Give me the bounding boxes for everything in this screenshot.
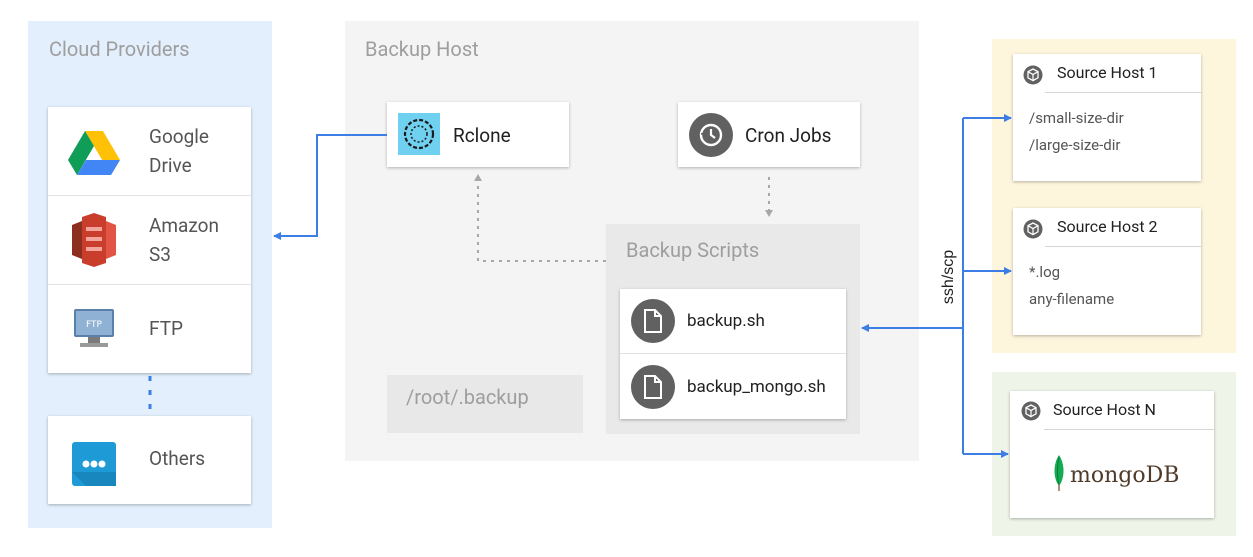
provider-amazon-s3[interactable]: Amazon S3 xyxy=(48,196,251,284)
amazon-s3-icon xyxy=(72,213,116,267)
cron-jobs-label: Cron Jobs xyxy=(745,124,832,147)
source-host-title: Source Host 1 xyxy=(1057,63,1158,82)
source-host-2-card[interactable]: Source Host 2 *.log any-filename xyxy=(1013,208,1201,335)
backup-directory-label: /root/.backup xyxy=(406,385,529,409)
backup-scripts-title: Backup Scripts xyxy=(626,238,760,262)
package-icon xyxy=(1023,219,1043,243)
svg-text:FTP: FTP xyxy=(86,320,103,330)
backup-directory: /root/.backup xyxy=(387,375,583,433)
divider xyxy=(48,284,251,285)
clock-history-icon xyxy=(689,113,733,157)
rclone-card[interactable]: Rclone xyxy=(387,102,569,167)
backup-host-title: Backup Host xyxy=(365,37,479,61)
source-host-title: Source Host 2 xyxy=(1057,217,1158,236)
source-path: *.log xyxy=(1029,263,1061,281)
source-path: /small-size-dir xyxy=(1029,109,1124,127)
provider-google-drive[interactable]: Google Drive xyxy=(48,107,251,195)
divider xyxy=(1045,92,1201,93)
ssh-scp-label: ssh/scp xyxy=(940,250,957,304)
package-icon xyxy=(1023,65,1043,89)
script-name: backup_mongo.sh xyxy=(687,377,826,397)
provider-others[interactable]: Others xyxy=(48,416,251,504)
google-drive-icon xyxy=(68,129,120,175)
providers-card: Google Drive Amazon S3 FTP F xyxy=(48,107,251,373)
source-path: /large-size-dir xyxy=(1029,136,1121,154)
provider-label: Others xyxy=(149,447,206,470)
provider-ftp[interactable]: FTP FTP xyxy=(48,285,251,373)
rclone-label: Rclone xyxy=(453,124,511,147)
provider-label: Google Drive xyxy=(149,125,209,177)
script-name: backup.sh xyxy=(687,311,765,331)
file-icon xyxy=(631,365,675,409)
script-item[interactable]: backup_mongo.sh xyxy=(620,354,846,419)
scripts-to-rclone-arrow xyxy=(474,174,606,262)
cloud-providers-title: Cloud Providers xyxy=(49,37,190,61)
source-path: any-filename xyxy=(1029,290,1115,308)
mongodb-logo: mongoDB xyxy=(1070,463,1180,488)
divider xyxy=(620,353,846,354)
file-icon xyxy=(631,299,675,343)
mongodb-leaf-icon xyxy=(1051,454,1067,496)
package-icon xyxy=(1021,401,1041,425)
source-host-1-card[interactable]: Source Host 1 /small-size-dir /large-siz… xyxy=(1013,54,1201,181)
source-host-title: Source Host N xyxy=(1053,400,1156,419)
provider-label: Amazon S3 xyxy=(149,214,219,266)
rclone-to-cloud-arrow xyxy=(273,134,387,240)
cron-jobs-card[interactable]: Cron Jobs xyxy=(678,102,860,167)
provider-label: FTP xyxy=(149,317,184,340)
source-host-n-card[interactable]: Source Host N mongoDB xyxy=(1010,391,1214,518)
divider xyxy=(48,195,251,196)
scripts-card: backup.sh backup_mongo.sh xyxy=(620,289,846,419)
script-item[interactable]: backup.sh xyxy=(620,289,846,353)
ftp-server-icon: FTP xyxy=(72,309,116,349)
divider xyxy=(1044,429,1214,430)
divider xyxy=(1045,246,1201,247)
more-dots-icon xyxy=(72,442,116,486)
rclone-logo-icon xyxy=(398,113,440,155)
